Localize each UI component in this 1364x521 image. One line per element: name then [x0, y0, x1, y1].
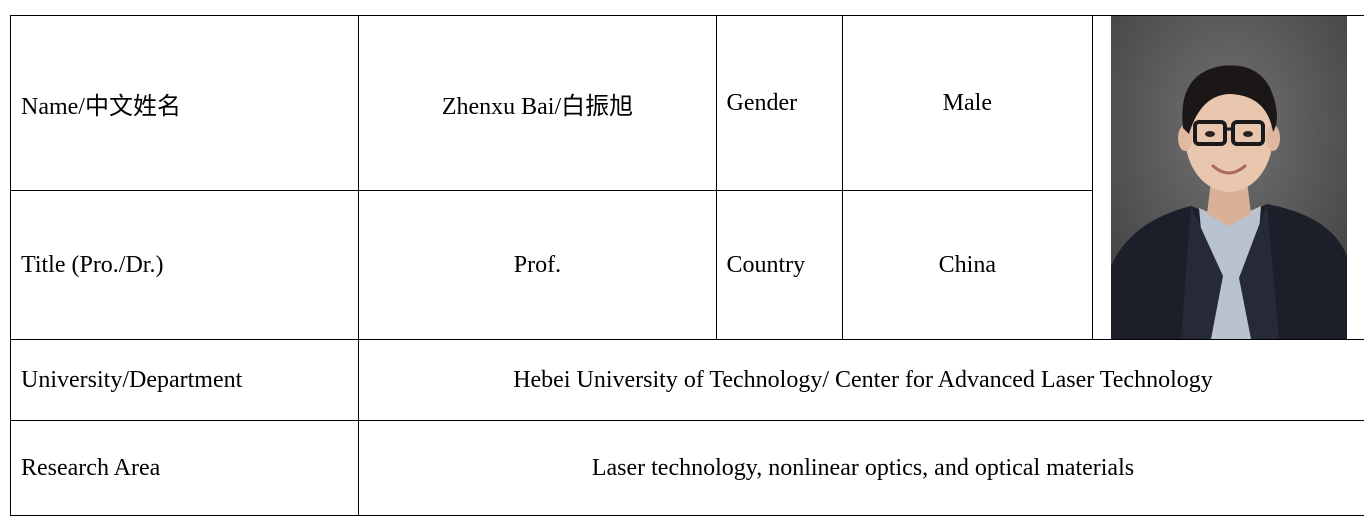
title-value: Prof. [358, 190, 717, 340]
table-row-research: Research Area Laser technology, nonlinea… [9, 420, 1364, 516]
profile-photo [1111, 16, 1348, 339]
gender-label: Gender [715, 14, 843, 192]
university-value: Hebei University of Technology/ Center f… [358, 339, 1364, 421]
table-row-name: Name/中文姓名 Zhenxu Bai/白振旭 Gender Male [9, 14, 1364, 340]
table-row-university: University/Department Hebei University o… [9, 339, 1364, 421]
country-value: China [841, 190, 1093, 340]
research-label: Research Area [9, 420, 360, 516]
profile-table: Name/中文姓名 Zhenxu Bai/白振旭 Gender Male [9, 14, 1364, 516]
photo-cell [1091, 15, 1364, 340]
title-label: Title (Pro./Dr.) [9, 190, 360, 340]
name-label: Name/中文姓名 [9, 14, 360, 192]
research-value: Laser technology, nonlinear optics, and … [358, 420, 1364, 516]
gender-value: Male [841, 14, 1093, 192]
country-label: Country [715, 190, 843, 340]
name-value: Zhenxu Bai/白振旭 [358, 14, 717, 192]
university-label: University/Department [9, 339, 360, 421]
